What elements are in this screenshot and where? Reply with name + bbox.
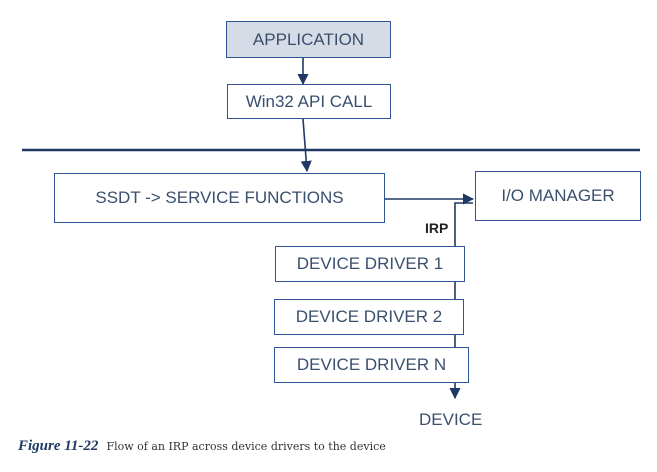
win32-api-call-box: Win32 API CALL	[227, 84, 391, 119]
application-label: APPLICATION	[252, 29, 365, 49]
device-driver-2-box: DEVICE DRIVER 2	[274, 299, 464, 335]
irp-label: IRP	[425, 220, 449, 236]
device-label: DEVICE	[419, 410, 483, 429]
ssdt-service-functions-label: SSDT -> SERVICE FUNCTIONS	[95, 188, 344, 207]
ssdt-service-functions-box: SSDT -> SERVICE FUNCTIONS	[54, 173, 385, 223]
application-box: APPLICATION	[226, 21, 391, 58]
device-driver-2-label: DEVICE DRIVER 2	[295, 307, 443, 326]
figure-caption: Figure 11-22 Flow of an IRP across device…	[18, 438, 386, 455]
figure-caption-text: Flow of an IRP across device drivers to …	[106, 440, 386, 453]
device-driver-n-box: DEVICE DRIVER N	[274, 347, 469, 383]
io-manager-box: I/O MANAGER	[475, 171, 641, 221]
io-manager-label: I/O MANAGER	[501, 186, 615, 205]
device-driver-n-label: DEVICE DRIVER N	[296, 355, 447, 374]
figure-number: Figure 11-22	[18, 438, 99, 454]
device-driver-1-label: DEVICE DRIVER 1	[296, 254, 444, 273]
arrow-win32-to-ssdt	[300, 118, 312, 173]
device-driver-1-box: DEVICE DRIVER 1	[275, 246, 465, 282]
win32-api-call-label: Win32 API CALL	[245, 91, 373, 111]
